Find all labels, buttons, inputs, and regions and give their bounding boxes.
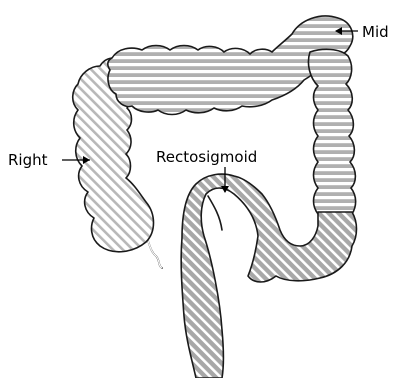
rectosigmoid-fold (208, 196, 222, 230)
label-mid: Mid (362, 23, 389, 41)
descending-colon (308, 49, 355, 214)
label-right: Right (8, 151, 48, 169)
label-rectosigmoid: Rectosigmoid (156, 148, 257, 166)
